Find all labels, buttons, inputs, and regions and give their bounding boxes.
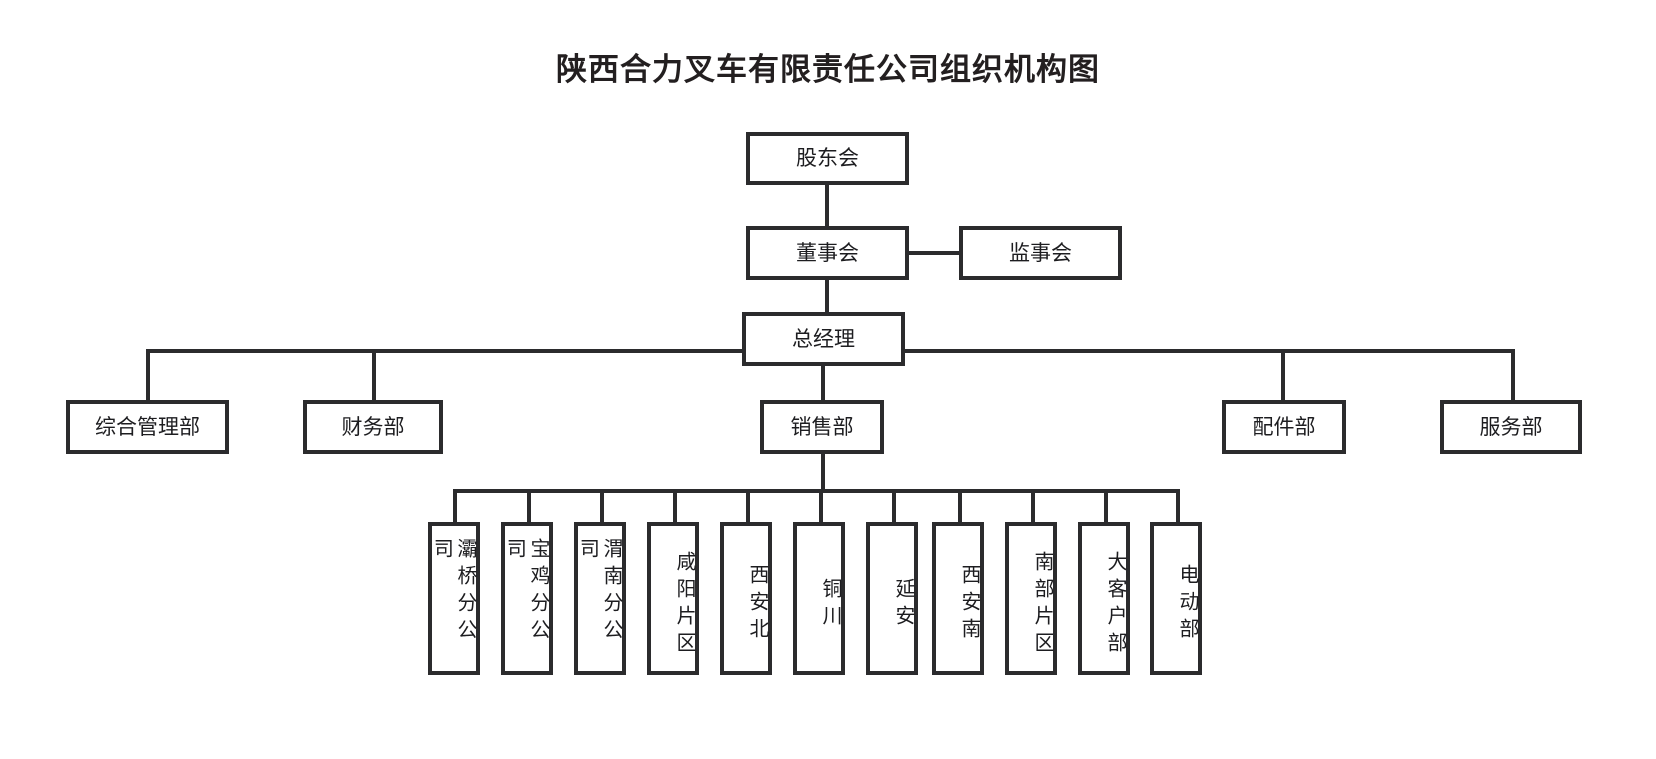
- node-sales-unit-yanan[interactable]: 延安: [866, 522, 918, 675]
- node-sales-unit-key-accounts[interactable]: 大客户部: [1078, 522, 1130, 675]
- node-board-of-supervisors[interactable]: 监事会: [959, 226, 1122, 280]
- node-sales-unit-baoji[interactable]: 宝鸡分公司: [501, 522, 553, 675]
- node-sales-unit-tongchuan[interactable]: 铜川: [793, 522, 845, 675]
- connector-drop-sales-4: [673, 489, 677, 524]
- connector-sales-unit-bus: [453, 489, 1178, 493]
- node-general-manager[interactable]: 总经理: [742, 312, 905, 366]
- node-dept-sales[interactable]: 销售部: [760, 400, 884, 454]
- connector-drop-sales-6: [819, 489, 823, 524]
- node-sales-unit-southern-area[interactable]: 南部片区: [1005, 522, 1057, 675]
- connector-drop-dept-2: [372, 349, 376, 402]
- node-dept-finance[interactable]: 财务部: [303, 400, 443, 454]
- connector-drop-dept-5: [1511, 349, 1515, 402]
- connector-drop-sales-9: [1031, 489, 1035, 524]
- node-sales-unit-electric[interactable]: 电动部: [1150, 522, 1202, 675]
- connector-drop-dept-3: [821, 366, 825, 402]
- node-sales-unit-xianyang[interactable]: 咸阳片区: [647, 522, 699, 675]
- connector-board-to-supervisors: [905, 251, 961, 255]
- connector-drop-sales-8: [958, 489, 962, 524]
- node-shareholders[interactable]: 股东会: [746, 132, 909, 185]
- node-sales-unit-baqiao[interactable]: 灞桥分公司: [428, 522, 480, 675]
- connector-drop-dept-1: [146, 349, 150, 402]
- connector-drop-sales-10: [1104, 489, 1108, 524]
- connector-drop-sales-3: [600, 489, 604, 524]
- node-dept-parts[interactable]: 配件部: [1222, 400, 1346, 454]
- node-sales-unit-xian-north[interactable]: 西安北: [720, 522, 772, 675]
- node-dept-service[interactable]: 服务部: [1440, 400, 1582, 454]
- connector-drop-sales-2: [527, 489, 531, 524]
- node-dept-general-management[interactable]: 综合管理部: [66, 400, 229, 454]
- page-title: 陕西合力叉车有限责任公司组织机构图: [556, 52, 1100, 87]
- connector-sales-to-bus: [821, 454, 825, 491]
- connector-shareholders-to-board: [825, 185, 829, 226]
- connector-drop-dept-4: [1281, 349, 1285, 402]
- node-sales-unit-xian-south[interactable]: 西安南: [932, 522, 984, 675]
- connector-drop-sales-11: [1176, 489, 1180, 524]
- connector-drop-sales-1: [453, 489, 457, 524]
- connector-drop-sales-7: [892, 489, 896, 524]
- node-board-of-directors[interactable]: 董事会: [746, 226, 909, 280]
- connector-board-to-general-manager: [825, 280, 829, 314]
- connector-drop-sales-5: [746, 489, 750, 524]
- node-sales-unit-weinan[interactable]: 渭南分公司: [574, 522, 626, 675]
